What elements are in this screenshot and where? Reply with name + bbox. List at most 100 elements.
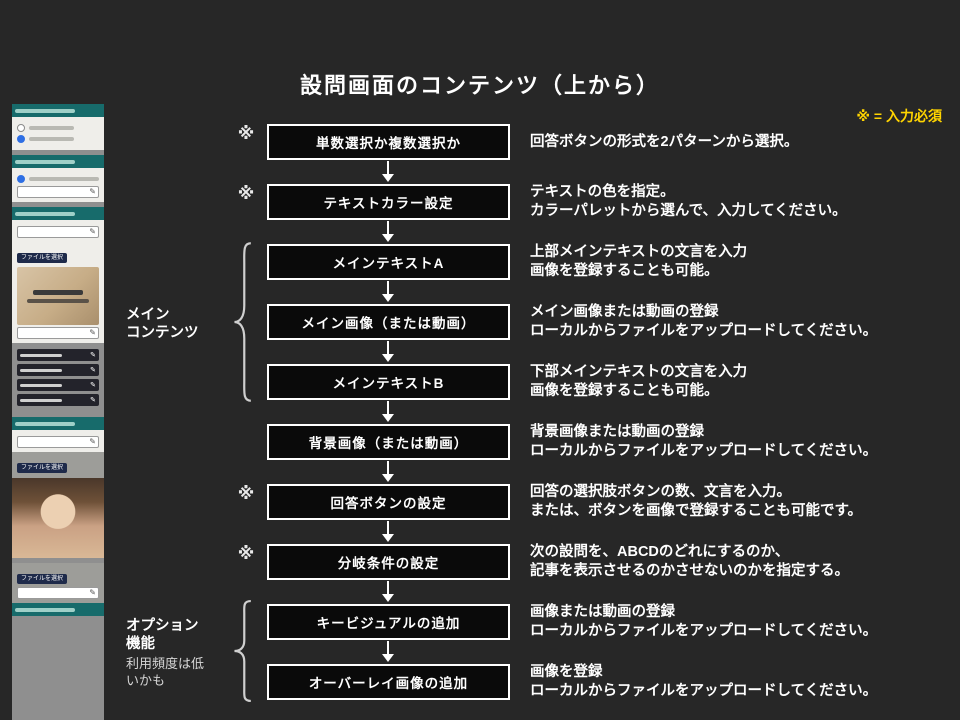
answer-row: ✎	[17, 364, 99, 376]
pencil-icon: ✎	[89, 588, 96, 597]
description-line: 下部メインテキストの文言を入力	[530, 364, 748, 380]
preview-section-header	[12, 104, 104, 117]
preview-section-header	[12, 207, 104, 220]
flow-step-box: 回答ボタンの設定	[267, 484, 510, 520]
text-line-placeholder	[20, 368, 62, 372]
main-contents-label: メイン コンテンツ	[126, 306, 231, 342]
required-mark: ※	[237, 124, 255, 143]
answer-row: ✎	[17, 394, 99, 406]
flow-step-label: 背景画像（または動画）	[308, 436, 469, 451]
flow-step-description: 次の設問を、ABCDのどれにするのか、記事を表示させるのかさせないのかを指定する…	[530, 544, 849, 580]
answer-buttons-thumbnail: ✎ ✎ ✎ ✎	[12, 343, 104, 412]
down-arrow-connector	[382, 401, 394, 422]
note-line: いかも	[126, 673, 166, 688]
group-label-line: メイン	[126, 307, 170, 323]
pencil-icon: ✎	[90, 366, 96, 374]
text-line-placeholder	[29, 137, 75, 141]
text-line-placeholder	[29, 177, 99, 181]
down-arrow-connector	[382, 341, 394, 362]
description-line: 回答ボタンの形式を2パターンから選択。	[530, 133, 799, 150]
flow-step-description: 背景画像または動画の登録ローカルからファイルをアップロードしてください。	[530, 424, 877, 460]
down-arrow-connector	[382, 221, 394, 242]
radio-icon	[17, 124, 25, 132]
flow-step-box: 分岐条件の設定	[267, 544, 510, 580]
preview-section-header	[12, 417, 104, 430]
main-text-card: ✎	[12, 220, 104, 242]
text-line-placeholder	[20, 398, 62, 402]
description-line: テキストの色を指定。	[530, 184, 675, 200]
pencil-icon: ✎	[89, 437, 96, 446]
flow-step-box: テキストカラー設定	[267, 184, 510, 220]
pencil-icon: ✎	[89, 187, 96, 196]
image-text-placeholder	[27, 298, 89, 303]
text-line-placeholder	[20, 383, 62, 387]
text-input-thumbnail: ✎	[17, 436, 99, 448]
flow-step: メイン画像（または動画） メイン画像または動画の登録ローカルからファイルをアップ…	[0, 304, 960, 364]
pencil-icon: ✎	[90, 381, 96, 389]
pencil-icon: ✎	[89, 328, 96, 337]
text-line-placeholder	[20, 353, 62, 357]
background-image-card: ✎	[12, 430, 104, 452]
flow-step-label: メイン画像（または動画）	[301, 316, 476, 331]
flow-step-label: 分岐条件の設定	[337, 556, 440, 571]
preview-section-header	[12, 603, 104, 616]
description-line: カラーパレットから選んで、入力してください。	[530, 203, 847, 219]
flow-diagram: ※ 単数選択か複数選択か 回答ボタンの形式を2パターンから選択。 ※ テキストカ…	[0, 124, 960, 720]
file-select-button: ファイルを選択	[17, 253, 68, 263]
flow-step-label: メインテキストA	[332, 256, 445, 271]
down-arrow-connector	[382, 581, 394, 602]
flow-step-box: メインテキストB	[267, 364, 510, 400]
group-label-line: 機能	[126, 636, 155, 652]
option-features-brace	[229, 599, 253, 703]
radio-selected-icon	[17, 135, 25, 143]
page-title: 設問画面のコンテンツ（上から）	[299, 73, 660, 98]
description-line: 上部メインテキストの文言を入力	[530, 244, 748, 260]
down-arrow-connector	[382, 161, 394, 182]
description-line: ローカルからファイルをアップロードしてください。	[530, 623, 878, 639]
flow-step-description: 下部メインテキストの文言を入力画像を登録することも可能。	[530, 364, 747, 400]
option-features-note: 利用頻度は低 いかも	[126, 655, 231, 689]
required-mark: ※	[237, 484, 255, 503]
file-upload-card: ファイルを選択 ✎	[12, 563, 104, 603]
pencil-icon: ✎	[90, 351, 96, 359]
header-text-placeholder	[15, 108, 76, 113]
flow-step-label: 回答ボタンの設定	[330, 496, 447, 511]
description-line: または、ボタンを画像で登録することも可能です。	[530, 503, 863, 519]
flow-step-description: 画像を登録ローカルからファイルをアップロードしてください。	[530, 664, 877, 700]
description-line: ローカルからファイルをアップロードしてください。	[530, 683, 878, 699]
flow-step-description: 画像または動画の登録ローカルからファイルをアップロードしてください。	[530, 604, 877, 640]
header-text-placeholder	[15, 421, 76, 426]
description-line: 次の設問を、ABCDのどれにするのか、	[530, 544, 790, 560]
choice-type-card	[12, 117, 104, 150]
pencil-icon: ✎	[90, 396, 96, 404]
flow-step-box: メイン画像（または動画）	[267, 304, 510, 340]
header-text-placeholder	[15, 159, 76, 164]
down-arrow-connector	[382, 281, 394, 302]
note-line: 利用頻度は低	[126, 656, 205, 671]
flow-step-box: 背景画像（または動画）	[267, 424, 510, 460]
header-text-placeholder	[15, 211, 76, 216]
text-input-thumbnail: ✎	[17, 327, 99, 339]
description-line: 画像を登録することも可能。	[530, 263, 719, 279]
hands-image-thumbnail	[17, 267, 99, 325]
group-label-line: コンテンツ	[126, 325, 199, 341]
file-select-button: ファイルを選択	[17, 463, 68, 473]
answer-row: ✎	[17, 349, 99, 361]
main-visual-card: ファイルを選択 ✎	[12, 242, 104, 343]
description-line: 回答の選択肢ボタンの数、文言を入力。	[530, 484, 791, 500]
preview-section-header	[12, 155, 104, 168]
flow-step-label: メインテキストB	[332, 376, 445, 391]
down-arrow-connector	[382, 461, 394, 482]
flow-step-description: 上部メインテキストの文言を入力画像を登録することも可能。	[530, 244, 747, 280]
description-line: 画像または動画の登録	[530, 604, 675, 620]
flow-step: メインテキストA 上部メインテキストの文言を入力画像を登録することも可能。	[0, 244, 960, 304]
description-line: 画像を登録	[530, 664, 603, 680]
flow-step-label: オーバーレイ画像の追加	[308, 676, 469, 691]
flow-step-label: キービジュアルの追加	[316, 616, 461, 631]
flow-step-box: キービジュアルの追加	[267, 604, 510, 640]
description-line: 画像を登録することも可能。	[530, 383, 719, 399]
flow-step: 背景画像（または動画） 背景画像または動画の登録ローカルからファイルをアップロー…	[0, 424, 960, 484]
flow-step: ※ 単数選択か複数選択か 回答ボタンの形式を2パターンから選択。	[0, 124, 960, 184]
description-line: メイン画像または動画の登録	[530, 304, 719, 320]
